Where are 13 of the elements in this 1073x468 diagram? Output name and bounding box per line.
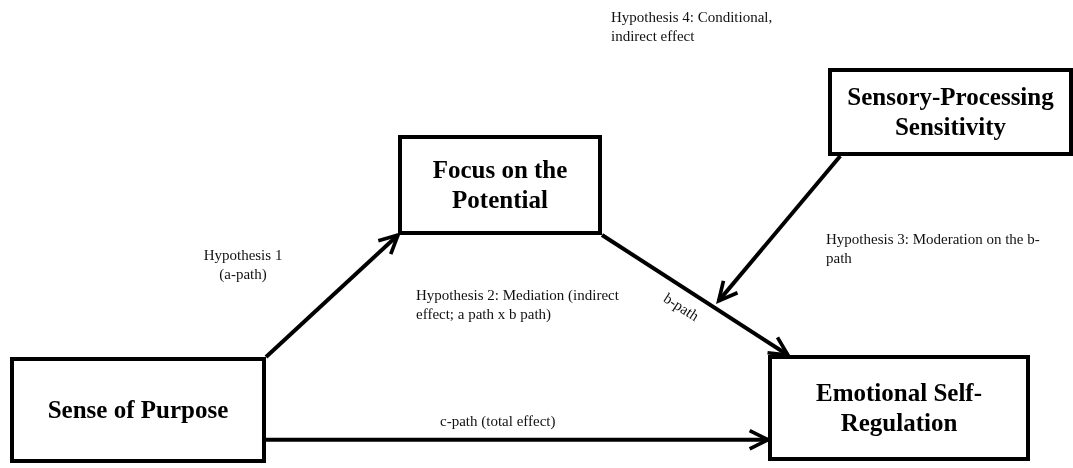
arrow <box>264 233 400 359</box>
concept-box <box>768 355 1030 461</box>
concept-box <box>828 68 1073 156</box>
arrow <box>266 428 770 451</box>
node-label: Emotional Self-Regulation <box>815 378 983 438</box>
arrow <box>600 233 790 357</box>
concept-box <box>10 357 266 463</box>
edge-label: c-path (total effect) <box>440 412 556 431</box>
node-label: Focus on the Potential <box>431 155 569 215</box>
concept-box <box>398 135 602 235</box>
node-label: Sense of Purpose <box>47 395 229 425</box>
arrow <box>716 154 842 303</box>
node-label: Sensory-Processing Sensitivity <box>846 82 1055 142</box>
